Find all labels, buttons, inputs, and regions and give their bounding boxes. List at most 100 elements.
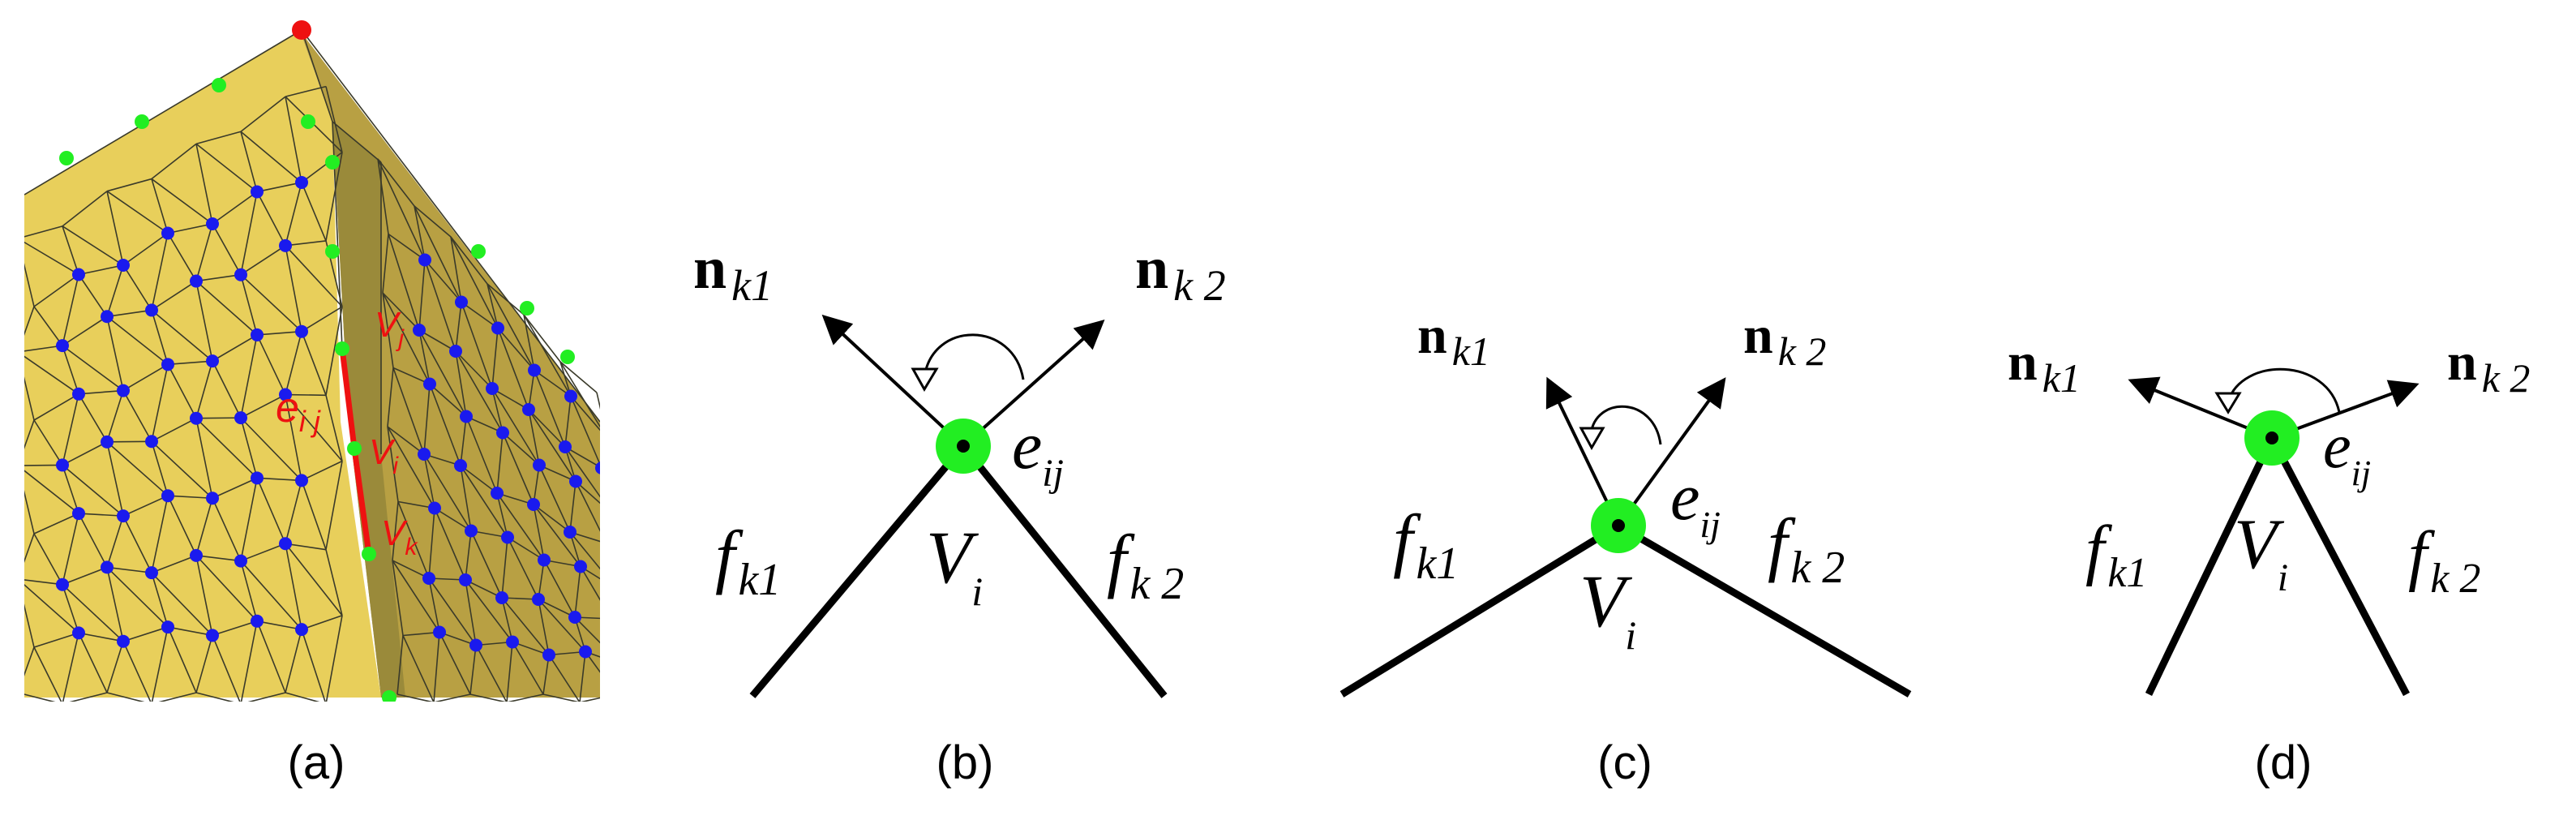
mesh-edge [167,626,213,637]
mesh-edge [24,376,35,421]
mesh-edge [325,395,343,462]
mesh-edge [564,446,600,498]
mesh-edge [575,481,600,532]
interior-vertex [190,274,203,288]
mesh-edge [122,626,169,642]
mesh-edge [106,440,152,443]
mesh-edge [62,584,124,642]
mesh-edge [388,234,420,331]
label-vi-sub: i [1625,612,1636,658]
mesh-edge [506,642,513,702]
mesh-edge [106,515,124,568]
interior-vertex [465,524,478,538]
interior-vertex [117,634,130,648]
mesh-edge [301,306,343,333]
mesh-edge [240,543,286,562]
mesh-edge [33,306,63,346]
mesh-edge [502,431,540,466]
mesh-edge [62,584,79,633]
interior-vertex [56,458,69,472]
mesh-edge [538,599,550,655]
mesh-edge [434,508,466,581]
mesh-edge [429,383,467,418]
mesh-edge [240,417,302,481]
interior-vertex [506,635,519,649]
label-vi: V [369,432,396,472]
interior-vertex [491,487,504,500]
interior-vertex [538,553,551,567]
mesh-edge [325,549,343,616]
mesh-edge [602,468,612,514]
interior-vertex [606,508,619,521]
interior-vertex [279,238,292,252]
feature-vertex [382,690,396,702]
mesh-edge [167,223,213,234]
mesh-edge [24,693,56,702]
mesh-edge [62,274,79,346]
interior-vertex [206,629,219,642]
normal-nk2-arrow [1617,377,1726,527]
label-eij-main: e [1670,460,1699,534]
mesh-edge [392,501,399,561]
mesh-edge [212,334,258,362]
mesh-edge [465,579,477,646]
mesh-edge [455,350,493,389]
interior-vertex [568,611,581,624]
mesh-edge [486,283,499,328]
mesh-edge [106,309,152,318]
mesh-edge [491,388,529,410]
mesh-edge [24,490,35,535]
mesh-edge [167,360,213,366]
mesh-edge [418,329,467,417]
mesh-edge [151,364,169,442]
mesh-edge [151,310,169,365]
mesh-edge [423,453,472,531]
mesh-edge [78,633,108,693]
rotation-arrowhead [911,367,939,392]
mesh-edge [106,566,152,573]
mesh-edge [240,96,286,132]
vertex-dot [957,440,970,453]
mesh-edge [434,507,472,532]
mesh-edge [285,480,302,544]
label-nk1-n: n [693,235,727,302]
mesh-edge [382,234,389,294]
label-nk2-sub: k 2 [1778,328,1827,374]
mesh-edge [247,692,286,702]
mesh-edge [106,264,124,317]
mesh-edge [33,533,63,586]
interior-vertex [56,339,69,353]
svg-text:Vi: Vi [369,432,399,479]
mesh-edge [392,560,440,633]
interior-vertex [595,462,600,474]
mesh-edge [570,395,600,431]
interior-vertex [542,648,555,662]
label-eij-sub: ij [2351,453,2371,493]
interior-vertex [72,507,85,521]
label-nk1-sub: k1 [731,261,773,310]
mesh-edge [151,572,169,628]
interior-vertex [496,426,509,440]
mesh-edge [122,232,169,266]
mesh-edge [486,283,535,371]
mesh-edge [616,665,622,695]
mesh-edge [24,579,63,586]
mesh-edge [534,369,572,397]
mesh-edge [195,223,213,281]
mesh-edge [325,461,343,550]
mesh-edge [533,504,571,533]
mesh-edge [62,465,79,514]
mesh-edge [151,178,169,234]
interior-vertex [574,560,587,573]
mesh-edge [195,635,213,693]
interior-vertex [101,310,114,324]
vertex-dot [2265,431,2278,444]
mesh-edge [512,642,544,695]
interior-vertex [72,387,85,401]
mesh-edge [24,306,35,336]
mesh-edge [392,367,431,385]
mesh-edge [158,692,197,702]
mesh-edge [414,205,452,238]
mesh-edge [240,131,302,183]
mesh-edge [256,182,302,193]
